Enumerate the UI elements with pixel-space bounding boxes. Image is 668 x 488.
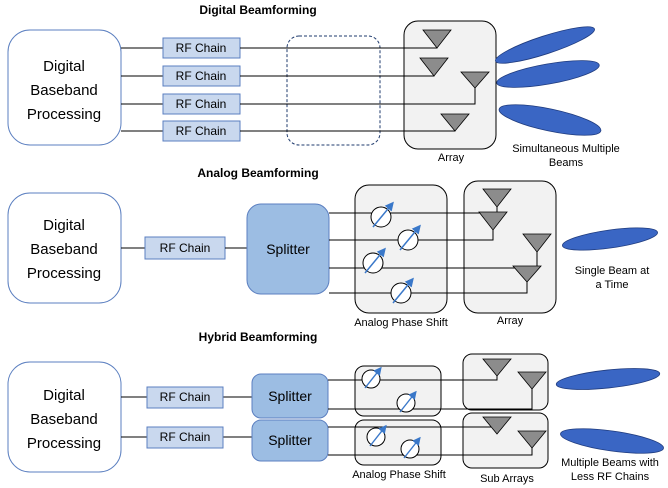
hybrid-rf-chain-2 [146, 426, 224, 449]
beam-icon [560, 428, 664, 454]
digital-bb-rf-lines [121, 47, 163, 132]
hybrid-splitter-2-label: Splitter [268, 432, 312, 448]
antenna-icon [512, 265, 542, 283]
analog-beam-label-1: Single Beam at [575, 265, 650, 277]
hybrid-baseband-label-3: Processing [27, 435, 101, 452]
digital-rf-chain-4-label: RF Chain [176, 124, 227, 138]
analog-antennas [478, 188, 552, 283]
antenna-icon [517, 430, 547, 449]
analog-phase-shift-label: Analog Phase Shift [354, 317, 448, 329]
analog-beam-label-2: a Time [595, 279, 628, 291]
analog-rf-chain-label: RF Chain [160, 241, 211, 255]
hybrid-baseband-label-1: Digital [43, 387, 85, 404]
beam-icon [496, 60, 600, 88]
digital-rf-chain-2-label: RF Chain [176, 69, 227, 83]
beam-icon [495, 26, 595, 64]
digital-rf-chain-3-label: RF Chain [176, 97, 227, 111]
digital-antennas [419, 29, 490, 132]
hybrid-baseband-label-2: Baseband [30, 411, 98, 428]
digital-rf-chain-1-label: RF Chain [176, 41, 227, 55]
beam-icon [562, 227, 658, 251]
analog-phase-shifters [362, 201, 421, 304]
digital-baseband-label-2: Baseband [30, 82, 98, 99]
hybrid-antennas [482, 358, 547, 449]
digital-baseband-box [7, 29, 122, 146]
hybrid-bb-rf-lines [121, 396, 252, 438]
antenna-icon [422, 29, 452, 49]
digital-baseband-label-1: Digital [43, 58, 85, 75]
analog-splitter [246, 203, 330, 295]
antenna-icon [517, 371, 547, 390]
antenna-icon [482, 358, 512, 377]
antenna-icon [522, 233, 552, 253]
hybrid-rf-chain-1-label: RF Chain [160, 390, 211, 404]
digital-title: Digital Beamforming [199, 3, 316, 17]
hybrid-phase-shift-label: Analog Phase Shift [352, 469, 446, 481]
hybrid-sub-arrays-label: Sub Arrays [480, 473, 534, 485]
analog-splitter-label: Splitter [266, 241, 310, 257]
beam-icon [555, 368, 661, 390]
beam-icon [498, 104, 602, 136]
analog-baseband-label-2: Baseband [30, 241, 98, 258]
antenna-icon [440, 113, 470, 132]
analog-section: Analog Beamforming Digital Baseband Proc… [7, 166, 658, 329]
hybrid-rf-chain-1 [146, 386, 224, 409]
digital-array-label: Array [438, 152, 465, 164]
digital-array-container [403, 20, 497, 150]
hybrid-splitter-2 [251, 419, 329, 462]
digital-dashed-box [286, 35, 381, 146]
analog-baseband-label-3: Processing [27, 265, 101, 282]
hybrid-splitter-1 [251, 373, 329, 419]
antenna-icon [419, 57, 449, 77]
hybrid-title: Hybrid Beamforming [199, 330, 318, 344]
analog-array-label: Array [497, 315, 524, 327]
digital-baseband-label-3: Processing [27, 106, 101, 123]
analog-title: Analog Beamforming [197, 166, 318, 180]
analog-baseband-label-1: Digital [43, 217, 85, 234]
hybrid-baseband-box [7, 361, 122, 473]
hybrid-beams [555, 368, 664, 454]
antenna-icon [460, 71, 490, 89]
hybrid-section: Hybrid Beamforming Digital Baseband Proc… [7, 330, 664, 485]
antenna-icon [482, 188, 512, 208]
hybrid-beams-label-2: Less RF Chains [571, 471, 650, 483]
hybrid-phase-shifters [361, 366, 421, 459]
digital-section: Digital Beamforming Digital Baseband Pro… [7, 3, 620, 169]
hybrid-rf-chain-2-label: RF Chain [160, 430, 211, 444]
digital-beams-label-2: Beams [549, 157, 584, 169]
hybrid-beams-label-1: Multiple Beams with [561, 457, 659, 469]
antenna-icon [482, 416, 512, 435]
hybrid-sub-array-1 [462, 353, 549, 411]
digital-beams-label-1: Simultaneous Multiple [512, 143, 620, 155]
hybrid-splitter-1-label: Splitter [268, 388, 312, 404]
digital-beams [495, 26, 602, 136]
antenna-icon [478, 211, 508, 231]
